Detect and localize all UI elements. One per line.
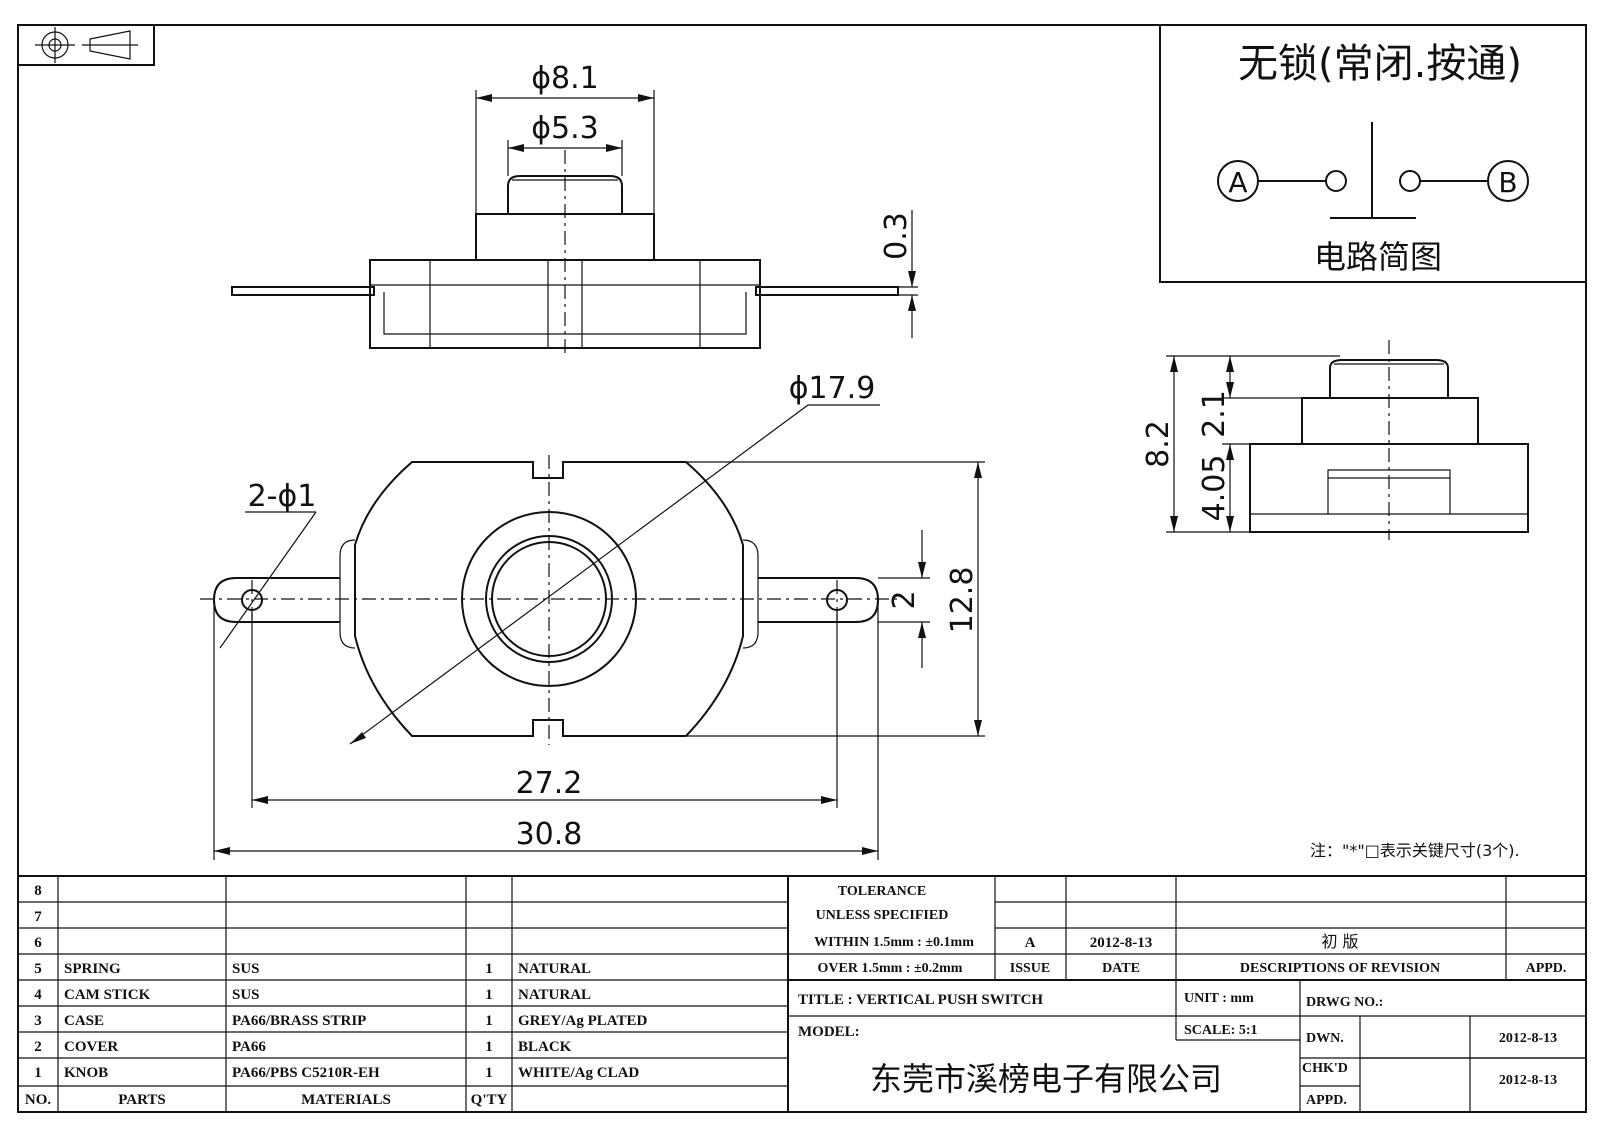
row-3-no: 3 — [34, 1013, 42, 1029]
date-label: DATE — [1102, 961, 1140, 976]
unit-label: UNIT : mm — [1184, 991, 1254, 1006]
model-label: MODEL: — [798, 1024, 860, 1040]
row-4-part: CAM STICK — [64, 987, 151, 1003]
row-7-no: 7 — [34, 909, 42, 925]
top-view: ϕ17.9 2-ϕ1 12.8 2 27.2 30.8 — [200, 371, 985, 860]
header-no: NO. — [25, 1092, 52, 1108]
header-parts: PARTS — [118, 1092, 166, 1108]
dim-holes: 2-ϕ1 — [248, 479, 317, 514]
company-name: 东莞市溪榜电子有限公司 — [870, 1060, 1222, 1098]
dim-body-height: 12.8 — [945, 567, 980, 634]
terminal-a-label: A — [1228, 166, 1247, 199]
row-5-qty: 1 — [485, 961, 493, 977]
dim-body-diameter: ϕ17.9 — [789, 371, 876, 406]
dim-lead-width: 2 — [887, 590, 922, 609]
schematic-title: 无锁(常闭.按通) — [1238, 41, 1522, 87]
row-1-qty: 1 — [485, 1065, 493, 1081]
title-block — [788, 876, 1586, 1112]
row-5-part: SPRING — [64, 961, 121, 977]
row-4-qty: 1 — [485, 987, 493, 1003]
title-block-text: TOLERANCE UNLESS SPECIFIED WITHIN 1.5mm … — [798, 884, 1566, 1108]
dim-total-height: 8.2 — [1141, 420, 1176, 468]
row-3-qty: 1 — [485, 1013, 493, 1029]
tolerance-line-2: UNLESS SPECIFIED — [816, 908, 949, 923]
row-3-finish: GREY/Ag PLATED — [518, 1013, 647, 1029]
parts-table — [18, 875, 1586, 1112]
row-1-no: 1 — [34, 1065, 42, 1081]
row-1-material: PA66/PBS C5210R-EH — [232, 1065, 380, 1081]
revision-date: 2012-8-13 — [1090, 935, 1153, 951]
front-view: ϕ8.1 ϕ5.3 0.3 — [231, 61, 918, 356]
description-label: DESCRIPTIONS OF REVISION — [1240, 961, 1440, 976]
dim-overall-length: 30.8 — [516, 817, 583, 852]
drawing-frame — [17, 24, 1587, 1113]
row-4-material: SUS — [232, 987, 260, 1003]
row-3-material: PA66/BRASS STRIP — [232, 1013, 366, 1029]
row-2-no: 2 — [34, 1039, 42, 1055]
circuit-schematic: 无锁(常闭.按通) A B 电路简图 — [1159, 24, 1587, 283]
dim-hole-pitch: 27.2 — [516, 766, 583, 801]
issue-label: ISSUE — [1010, 961, 1050, 976]
row-4-no: 4 — [34, 987, 42, 1003]
row-5-no: 5 — [34, 961, 42, 977]
row-2-part: COVER — [64, 1039, 118, 1055]
row-5-material: SUS — [232, 961, 260, 977]
row-6-no: 6 — [34, 935, 42, 951]
drawn-date: 2012-8-13 — [1499, 1031, 1557, 1046]
row-3-part: CASE — [64, 1013, 104, 1029]
row-1-part: KNOB — [64, 1065, 108, 1081]
scale-label: SCALE: 5:1 — [1184, 1023, 1258, 1038]
dim-knob-inner: ϕ5.3 — [531, 111, 599, 146]
checked-date: 2012-8-13 — [1499, 1073, 1557, 1088]
side-view: 8.2 2.1 4.05 — [1141, 340, 1529, 540]
header-qty: Q'TY — [471, 1092, 508, 1108]
parts-table-text: 8 7 6 5 SPRING SUS 1 NATURAL 4 CAM STICK… — [25, 883, 648, 1108]
row-5-finish: NATURAL — [518, 961, 591, 977]
row-1-finish: WHITE/Ag CLAD — [518, 1065, 639, 1081]
drawing-number-label: DRWG NO.: — [1306, 995, 1383, 1010]
terminal-b-label: B — [1498, 166, 1517, 199]
dim-lead-thickness: 0.3 — [879, 212, 914, 260]
row-2-qty: 1 — [485, 1039, 493, 1055]
row-8-no: 8 — [34, 883, 42, 899]
approved-label-2: APPD. — [1306, 1093, 1347, 1108]
row-4-finish: NATURAL — [518, 987, 591, 1003]
row-2-material: PA66 — [232, 1039, 266, 1055]
schematic-caption: 电路简图 — [1314, 238, 1442, 276]
row-2-finish: BLACK — [518, 1039, 572, 1055]
dim-base-height: 4.05 — [1197, 455, 1232, 522]
dim-knob-outer: ϕ8.1 — [531, 61, 599, 96]
tolerance-line-3: WITHIN 1.5mm : ±0.1mm — [814, 935, 974, 950]
projection-symbol-icon — [17, 24, 155, 66]
dim-knob-height: 2.1 — [1197, 390, 1232, 438]
tolerance-line-4: OVER 1.5mm : ±0.2mm — [818, 961, 963, 976]
drawn-label: DWN. — [1306, 1031, 1344, 1046]
revision-description: 初 版 — [1321, 932, 1358, 951]
key-dimension-note: 注："*"□表示关键尺寸(3个). — [1310, 841, 1520, 860]
tolerance-line-1: TOLERANCE — [838, 884, 926, 899]
approved-label: APPD. — [1526, 961, 1567, 976]
checked-label: CHK'D — [1302, 1061, 1348, 1076]
drawing-title: TITLE : VERTICAL PUSH SWITCH — [798, 992, 1043, 1008]
header-materials: MATERIALS — [301, 1092, 391, 1108]
revision-issue: A — [1025, 935, 1036, 951]
